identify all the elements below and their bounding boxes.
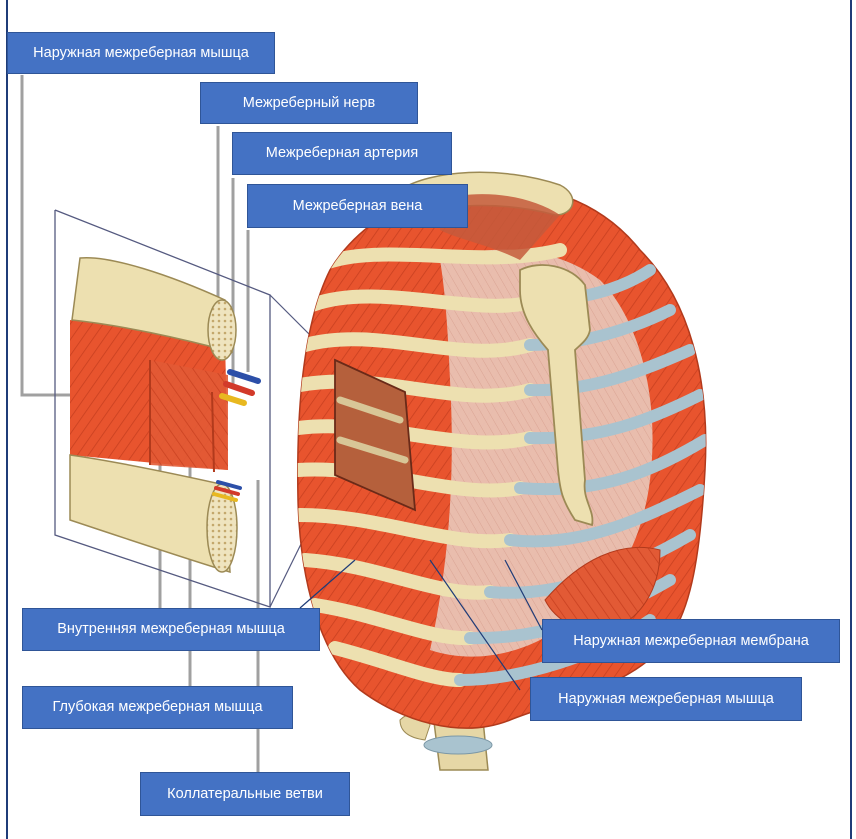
thoracic-cage xyxy=(297,171,707,771)
label-external-intercostal-muscle-top: Наружная межреберная мышца xyxy=(7,32,275,74)
inset-upper-rib-section xyxy=(207,299,237,361)
label-intercostal-artery: Межреберная артерия xyxy=(232,132,452,175)
inset-internal-muscle-layer xyxy=(150,360,228,470)
neurovascular-bundle-upper xyxy=(219,369,261,406)
intercostal-vein-vessel xyxy=(227,369,261,384)
label-intercostal-vein: Межреберная вена xyxy=(247,184,468,228)
frame-left-border xyxy=(6,0,8,839)
inset-rib-closeup xyxy=(54,209,336,608)
frame-right-border xyxy=(850,0,852,839)
label-external-intercostal-membrane: Наружная межреберная мембрана xyxy=(542,619,840,663)
label-collateral-branches: Коллатеральные ветви xyxy=(140,772,350,816)
intercostal-nerve-vessel xyxy=(219,393,247,406)
sternum xyxy=(519,264,594,527)
label-intercostal-nerve: Межреберный нерв xyxy=(200,82,418,124)
collateral-branches-vessels xyxy=(212,480,242,502)
label-internal-intercostal-muscle: Внутренняя межреберная мышца xyxy=(22,608,320,651)
inset-lower-rib xyxy=(69,454,231,574)
label-external-intercostal-muscle-right: Наружная межреберная мышца xyxy=(530,677,802,721)
cage-window xyxy=(334,358,417,512)
window-inner-ribs xyxy=(336,396,409,464)
intercostal-artery-vessel xyxy=(223,381,255,396)
cage-interior xyxy=(440,194,560,260)
label-innermost-intercostal-muscle: Глубокая межреберная мышца xyxy=(22,686,293,729)
